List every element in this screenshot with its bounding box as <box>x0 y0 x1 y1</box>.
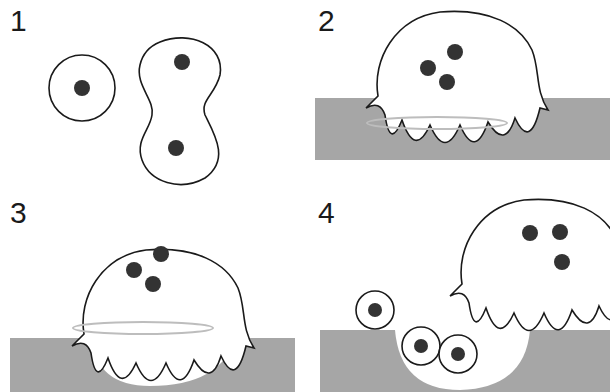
mononuclear-cell <box>402 327 440 365</box>
nucleus <box>153 246 169 262</box>
bone <box>320 330 610 392</box>
nucleus <box>447 44 463 60</box>
fusing-cell <box>139 38 220 185</box>
nucleus <box>451 347 465 361</box>
detachment-stage <box>320 199 610 392</box>
nucleus <box>439 74 455 90</box>
nucleus <box>168 140 184 156</box>
nucleus <box>74 80 90 96</box>
panel-number: 3 <box>10 198 27 228</box>
mononuclear-cell <box>439 335 477 373</box>
nucleus <box>522 225 538 241</box>
nucleus <box>126 262 142 278</box>
attachment-stage <box>315 11 610 160</box>
osteoclast <box>366 11 548 142</box>
nucleus <box>420 60 436 76</box>
precursor-cells <box>49 38 220 185</box>
mononuclear-cell <box>49 55 115 121</box>
osteoclast <box>72 249 254 380</box>
panel-number: 2 <box>318 6 335 36</box>
nucleus <box>414 339 428 353</box>
sealing-zone <box>367 117 507 129</box>
nucleus <box>552 224 568 240</box>
nucleus <box>145 276 161 292</box>
osteoclast <box>450 199 610 330</box>
panel-number: 1 <box>10 6 27 36</box>
mononuclear-cell <box>356 291 394 329</box>
nucleus <box>174 54 190 70</box>
nucleus <box>368 303 382 317</box>
sealing-zone <box>73 322 213 334</box>
nucleus <box>554 254 570 270</box>
panel-number: 4 <box>318 198 335 228</box>
resorption-stage <box>10 246 295 392</box>
